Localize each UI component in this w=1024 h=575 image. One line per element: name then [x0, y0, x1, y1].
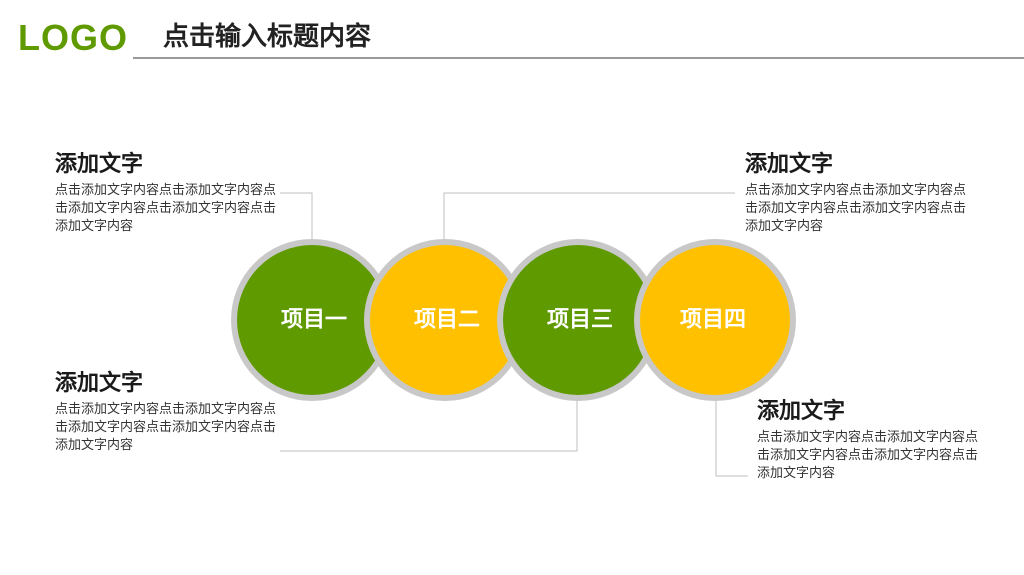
- page-title: 点击输入标题内容: [163, 22, 372, 52]
- text-block-body: 点击添加文字内容点击添加文字内容点击添加文字内容点击添加文字内容点击添加文字内容: [757, 430, 979, 481]
- connector-line-2: [443, 192, 735, 240]
- logo: LOGO: [18, 17, 128, 58]
- connector-line-4: [715, 400, 748, 477]
- text-block-top-right: 添加文字 点击添加文字内容点击添加文字内容点击添加文字内容点击添加文字内容点击添…: [745, 151, 975, 236]
- text-block-heading: 添加文字: [745, 152, 834, 177]
- circle-label-4: 项目四: [680, 308, 746, 333]
- circle-item-4: 项目四: [634, 239, 796, 401]
- circle-item-3: 项目三: [497, 239, 659, 401]
- text-block-heading: 添加文字: [55, 152, 144, 177]
- circle-label-1: 项目一: [281, 308, 347, 333]
- text-block-body: 点击添加文字内容点击添加文字内容点击添加文字内容点击添加文字内容点击添加文字内容: [55, 183, 277, 234]
- text-block-bottom-right: 添加文字 点击添加文字内容点击添加文字内容点击添加文字内容点击添加文字内容点击添…: [757, 398, 987, 483]
- text-block-heading: 添加文字: [757, 399, 846, 424]
- connector-line-3: [280, 400, 578, 452]
- connector-line-1: [280, 192, 313, 240]
- text-block-bottom-left: 添加文字 点击添加文字内容点击添加文字内容点击添加文字内容点击添加文字内容点击添…: [55, 370, 285, 455]
- header-divider: [133, 57, 1024, 59]
- circle-item-2: 项目二: [364, 239, 526, 401]
- circle-label-3: 项目三: [547, 308, 613, 333]
- text-block-body: 点击添加文字内容点击添加文字内容点击添加文字内容点击添加文字内容点击添加文字内容: [745, 183, 967, 234]
- circle-item-1: 项目一: [231, 239, 393, 401]
- circle-label-2: 项目二: [414, 308, 480, 333]
- text-block-body: 点击添加文字内容点击添加文字内容点击添加文字内容点击添加文字内容点击添加文字内容: [55, 402, 277, 453]
- text-block-heading: 添加文字: [55, 371, 144, 396]
- text-block-top-left: 添加文字 点击添加文字内容点击添加文字内容点击添加文字内容点击添加文字内容点击添…: [55, 151, 285, 236]
